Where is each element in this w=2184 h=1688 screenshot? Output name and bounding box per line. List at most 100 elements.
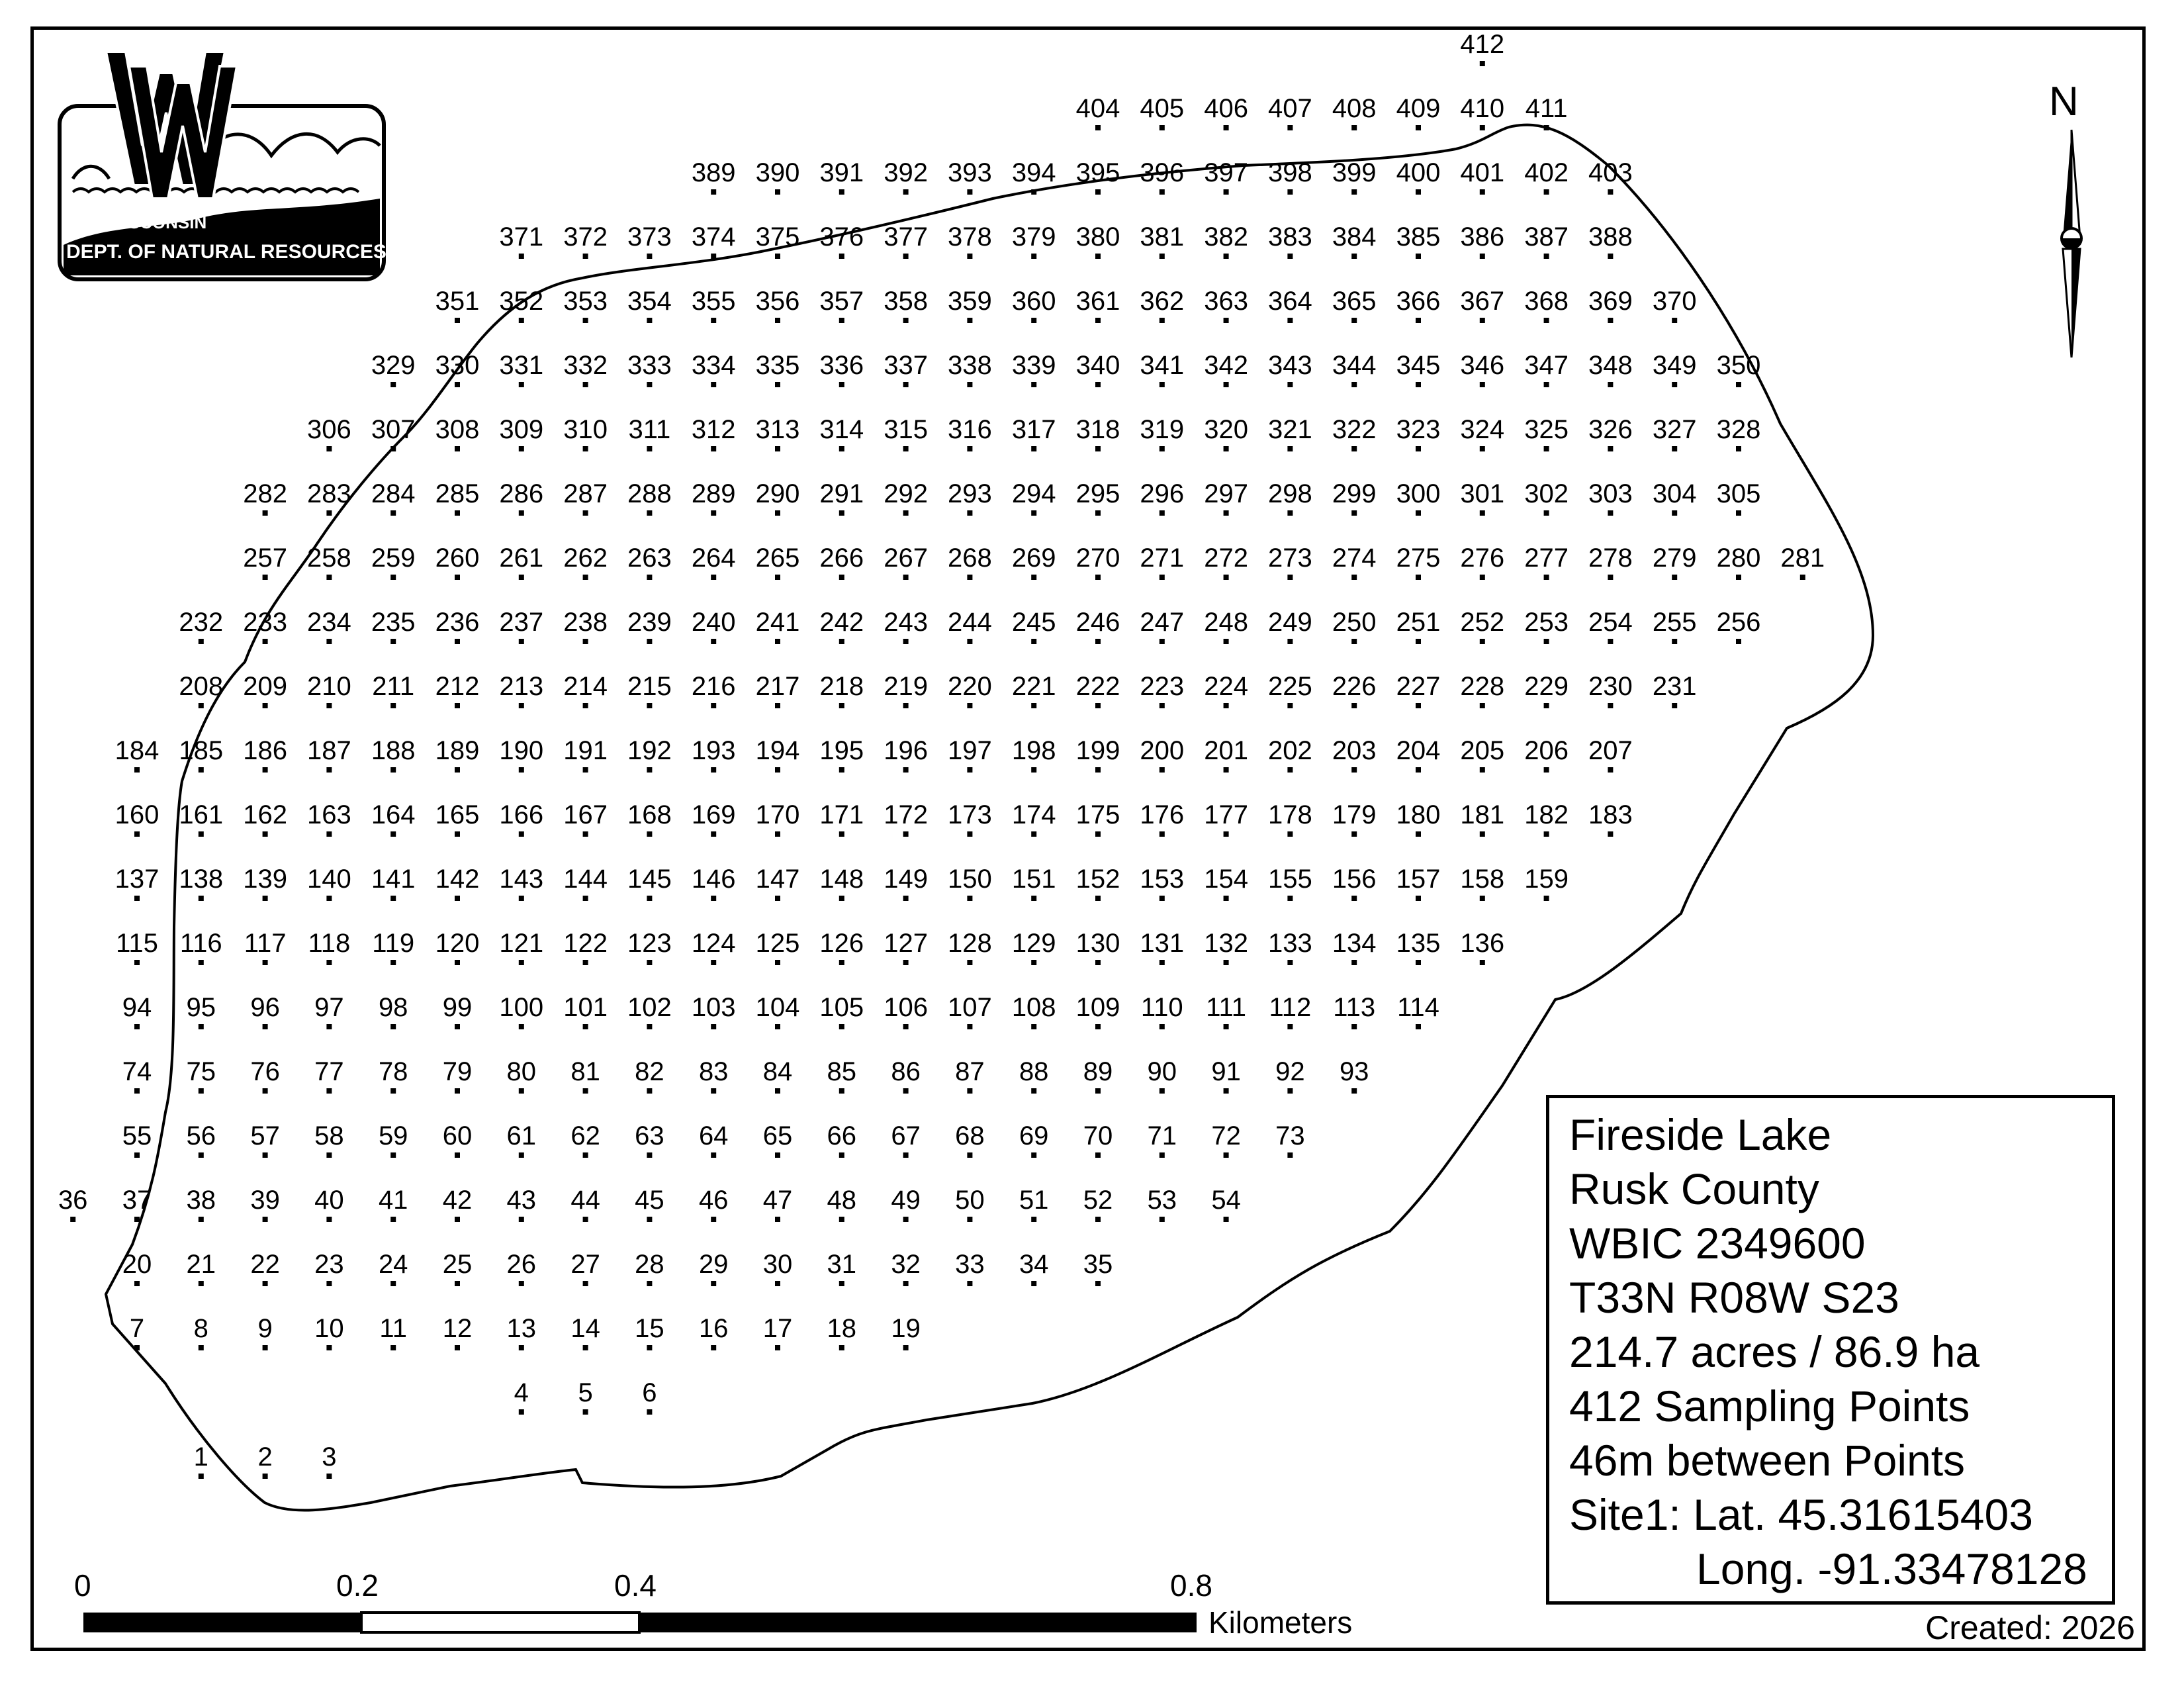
- lake-shoreline: [104, 123, 1875, 1512]
- sampling-point-349: 349: [1653, 351, 1697, 387]
- sampling-point-146: 146: [692, 865, 736, 901]
- sampling-point-135: 135: [1396, 929, 1440, 965]
- sampling-point-label: 112: [1269, 993, 1312, 1022]
- sampling-point-165: 165: [435, 800, 479, 837]
- sampling-point-label: 251: [1396, 608, 1441, 637]
- legend-lake-name: Fireside Lake: [1569, 1110, 1832, 1159]
- sampling-point-label: 187: [307, 736, 351, 765]
- sampling-point-marker: [1223, 1152, 1229, 1158]
- sampling-point-label: 172: [884, 800, 928, 829]
- sampling-point-marker: [1223, 1024, 1229, 1029]
- sampling-point-label: 104: [756, 993, 800, 1022]
- sampling-point-marker: [1031, 1281, 1037, 1286]
- sampling-point-label: 337: [884, 351, 928, 380]
- sampling-point-marker: [455, 510, 460, 516]
- sampling-point-label: 70: [1083, 1121, 1113, 1150]
- sampling-point-marker: [967, 1152, 973, 1158]
- sampling-point-marker: [1608, 318, 1614, 323]
- sampling-point-label: 113: [1333, 993, 1375, 1022]
- sampling-point-marker: [518, 831, 524, 837]
- sampling-point-marker: [1287, 639, 1293, 644]
- sampling-point-marker: [326, 1024, 332, 1029]
- sampling-point-marker: [518, 767, 524, 773]
- sampling-point-marker: [1543, 318, 1549, 323]
- sampling-point-130: 130: [1076, 929, 1120, 965]
- sampling-point-55: 55: [122, 1121, 152, 1158]
- sampling-point-marker: [326, 510, 332, 516]
- sampling-point-label: 222: [1076, 672, 1120, 701]
- sampling-point-label: 110: [1141, 993, 1183, 1022]
- sampling-point-marker: [647, 831, 653, 837]
- sampling-point-84: 84: [763, 1057, 792, 1094]
- sampling-point-marker: [1223, 125, 1229, 130]
- sampling-point-label: 390: [756, 158, 800, 187]
- sampling-point-label: 334: [692, 351, 736, 380]
- sampling-point-marker: [1543, 125, 1549, 130]
- sampling-point-8: 8: [194, 1314, 208, 1350]
- sampling-point-label: 80: [507, 1057, 537, 1086]
- sampling-point-label: 281: [1780, 543, 1825, 573]
- sampling-point-label: 375: [756, 222, 800, 252]
- sampling-point-label: 336: [819, 351, 864, 380]
- sampling-point-label: 140: [307, 865, 351, 894]
- sampling-point-marker: [1031, 189, 1037, 195]
- sampling-point-marker: [326, 960, 332, 965]
- sampling-point-50: 50: [955, 1186, 985, 1222]
- sampling-point-388: 388: [1588, 222, 1633, 259]
- sampling-point-label: 98: [379, 993, 408, 1022]
- sampling-point-marker: [1416, 639, 1421, 644]
- sampling-point-label: 59: [379, 1121, 408, 1150]
- sampling-point-323: 323: [1396, 415, 1440, 451]
- sampling-point-284: 284: [371, 479, 416, 516]
- sampling-point-340: 340: [1076, 351, 1120, 387]
- sampling-point-273: 273: [1268, 543, 1312, 580]
- sampling-point-label: 139: [243, 865, 287, 894]
- sampling-point-280: 280: [1717, 543, 1760, 580]
- sampling-point-label: 121: [499, 929, 543, 958]
- sampling-point-label: 298: [1268, 479, 1312, 508]
- sampling-point-label: 378: [948, 222, 992, 252]
- sampling-point-label: 35: [1083, 1250, 1113, 1279]
- sampling-point-393: 393: [948, 158, 992, 195]
- sampling-point-marker: [1287, 125, 1293, 130]
- sampling-point-248: 248: [1204, 608, 1248, 644]
- sampling-point-label: 224: [1204, 672, 1248, 701]
- sampling-point-label: 11: [379, 1314, 407, 1343]
- sampling-point-label: 78: [379, 1057, 408, 1086]
- sampling-point-226: 226: [1332, 672, 1377, 708]
- sampling-point-277: 277: [1524, 543, 1569, 580]
- sampling-point-marker: [1159, 189, 1165, 195]
- sampling-point-label: 316: [948, 415, 992, 444]
- sampling-point-label: 62: [570, 1121, 600, 1150]
- sampling-point-label: 122: [563, 929, 608, 958]
- sampling-point-126: 126: [819, 929, 864, 965]
- sampling-point-label: 106: [884, 993, 928, 1022]
- sampling-point-139: 139: [243, 865, 287, 901]
- sampling-point-marker: [1479, 318, 1485, 323]
- sampling-point-380: 380: [1076, 222, 1120, 259]
- sampling-point-marker: [1287, 446, 1293, 451]
- sampling-point-marker: [1159, 767, 1165, 773]
- sampling-point-marker: [647, 1409, 653, 1415]
- sampling-point-label: 27: [570, 1250, 600, 1279]
- sampling-point-label: 391: [819, 158, 864, 187]
- sampling-point-marker: [1223, 382, 1229, 387]
- sampling-point-label: 193: [692, 736, 736, 765]
- sampling-point-label: 154: [1204, 865, 1248, 894]
- sampling-point-label: 81: [570, 1057, 600, 1086]
- sampling-point-label: 202: [1268, 736, 1312, 765]
- sampling-point-216: 216: [692, 672, 736, 708]
- sampling-point-label: 364: [1268, 287, 1312, 316]
- sampling-point-marker: [1672, 446, 1678, 451]
- sampling-point-370: 370: [1653, 287, 1697, 323]
- sampling-point-marker: [390, 1345, 396, 1350]
- sampling-point-marker: [647, 960, 653, 965]
- sampling-point-marker: [839, 831, 844, 837]
- sampling-point-107: 107: [948, 993, 992, 1029]
- sampling-point-marker: [326, 1152, 332, 1158]
- sampling-point-marker: [198, 831, 204, 837]
- sampling-point-label: 288: [627, 479, 672, 508]
- sampling-point-238: 238: [563, 608, 608, 644]
- sampling-point-label: 147: [756, 865, 800, 894]
- sampling-point-205: 205: [1460, 736, 1504, 773]
